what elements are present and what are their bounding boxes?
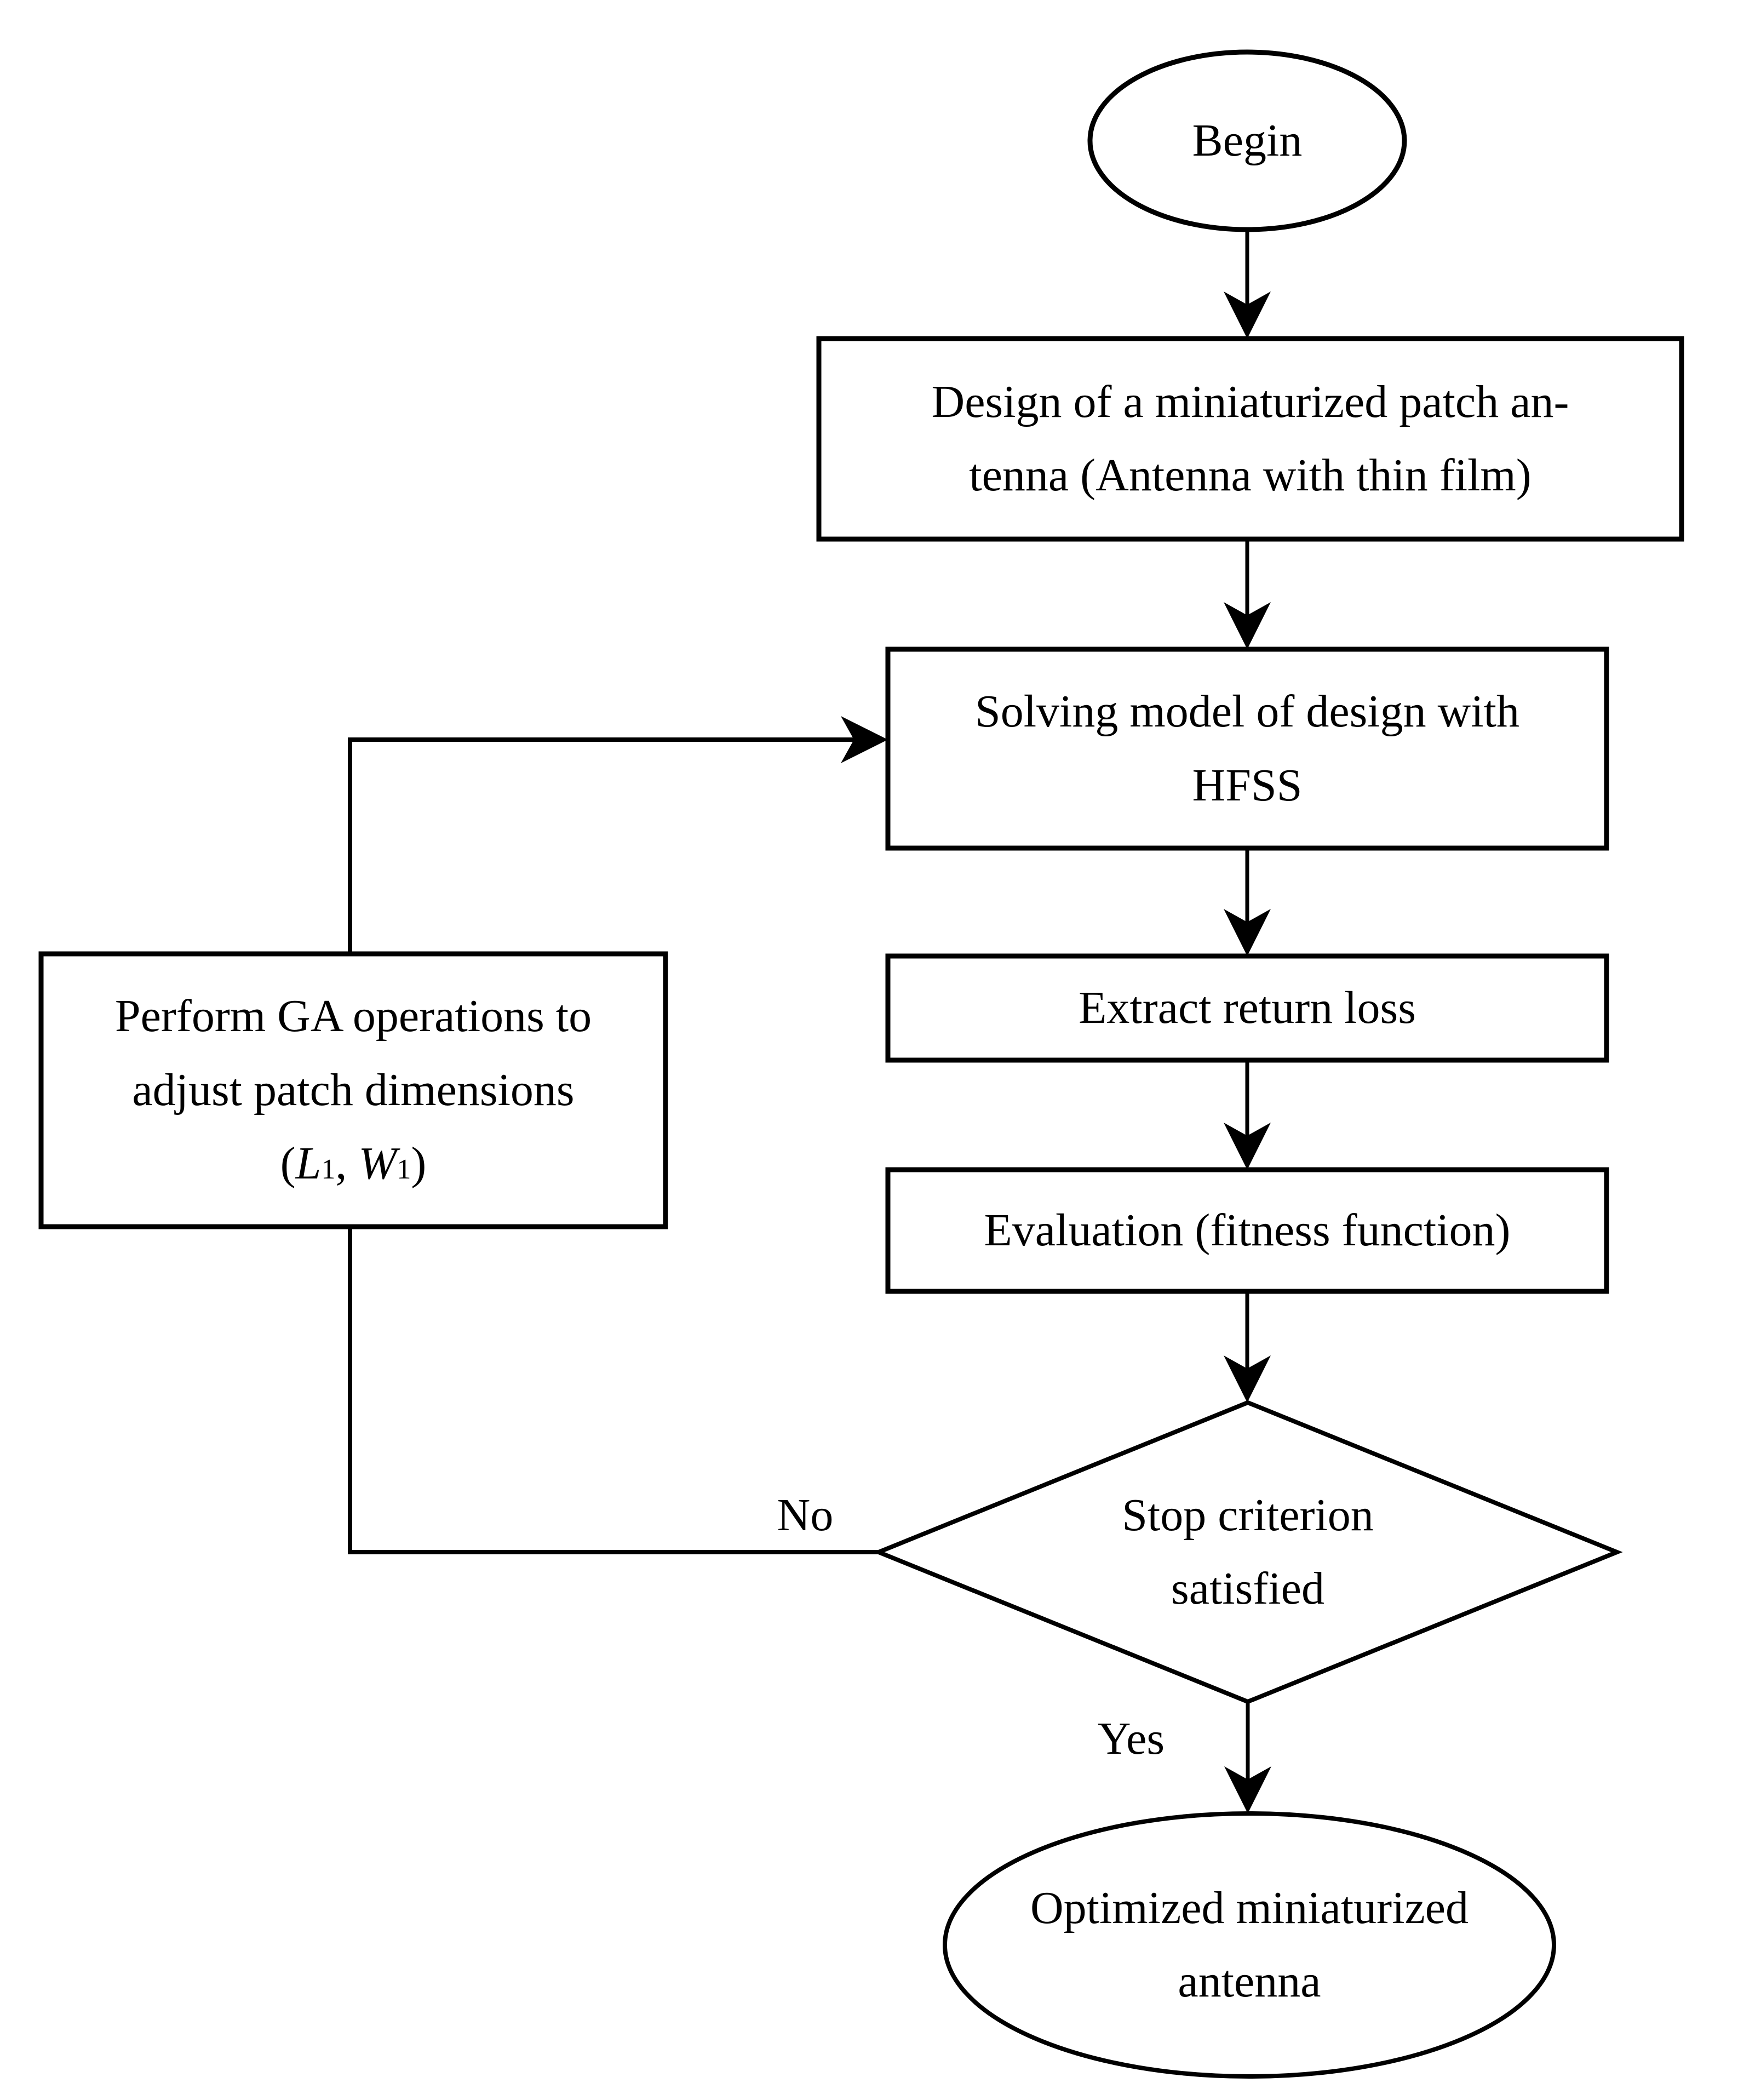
design-label-line2: tenna (Antenna with thin film) — [969, 450, 1531, 501]
ga-label-line3: (L1, W1) — [280, 1127, 427, 1200]
arrowhead-into-design — [1224, 291, 1271, 339]
arrowhead-into-extract — [1224, 909, 1271, 956]
arrowhead-into-solve-left — [841, 716, 888, 763]
extract-box — [885, 953, 1609, 1063]
decision-diamond — [873, 1400, 1623, 1704]
end-label: Optimized miniaturized antenna — [945, 1813, 1554, 2076]
yes-branch-label: Yes — [1097, 1713, 1165, 1764]
ga-dims-open: ( — [280, 1138, 296, 1189]
begin-label: Begin — [1090, 52, 1404, 230]
design-box — [816, 336, 1684, 542]
arrowhead-into-solve-top — [1224, 602, 1271, 649]
solve-box — [885, 646, 1609, 851]
ga-dims-separator: , — [335, 1138, 359, 1189]
solve-label-line2: HFSS — [1192, 759, 1303, 811]
ga-label: Perform GA operations to adjust patch di… — [41, 954, 666, 1227]
ga-box — [38, 951, 668, 1229]
evaluate-box — [885, 1167, 1609, 1294]
ga-dims-close: ) — [411, 1138, 427, 1189]
no-branch-label: No — [777, 1489, 834, 1541]
design-label: Design of a miniaturized patch an- tenna… — [819, 339, 1682, 539]
begin-ellipse — [1087, 49, 1407, 232]
arrowhead-into-evaluate — [1224, 1123, 1271, 1170]
begin-label-text: Begin — [1192, 115, 1303, 166]
end-ellipse — [943, 1811, 1556, 2079]
solve-label-line1: Solving model of design with — [975, 686, 1519, 737]
ga-dims-sub-l: 1 — [321, 1154, 336, 1186]
ga-dims-var-l: L — [295, 1138, 322, 1189]
ga-dims-var-w: W — [358, 1138, 397, 1189]
extract-label: Extract return loss — [888, 956, 1607, 1060]
extract-label-text: Extract return loss — [1079, 982, 1416, 1033]
ga-label-line1: Perform GA operations to — [114, 991, 592, 1042]
node-shapes — [38, 49, 1684, 2079]
arrowhead-into-decision — [1224, 1355, 1271, 1403]
solve-label: Solving model of design with HFSS — [888, 649, 1607, 848]
decision-label-line1: Stop criterion — [1122, 1489, 1374, 1541]
evaluate-label-text: Evaluation (fitness function) — [984, 1204, 1511, 1256]
ga-dims-sub-w: 1 — [397, 1154, 411, 1186]
design-label-line1: Design of a miniaturized patch an- — [931, 376, 1569, 427]
end-label-line1: Optimized miniaturized — [1030, 1882, 1469, 1933]
arrowhead-into-end — [1224, 1766, 1271, 1813]
decision-label: Stop criterion satisfied — [879, 1403, 1617, 1702]
ga-label-line2: adjust patch dimensions — [132, 1064, 575, 1115]
end-label-line2: antenna — [1178, 1956, 1321, 2007]
arrowheads — [841, 291, 1271, 1813]
decision-label-line2: satisfied — [1171, 1563, 1324, 1614]
evaluate-label: Evaluation (fitness function) — [888, 1170, 1607, 1291]
